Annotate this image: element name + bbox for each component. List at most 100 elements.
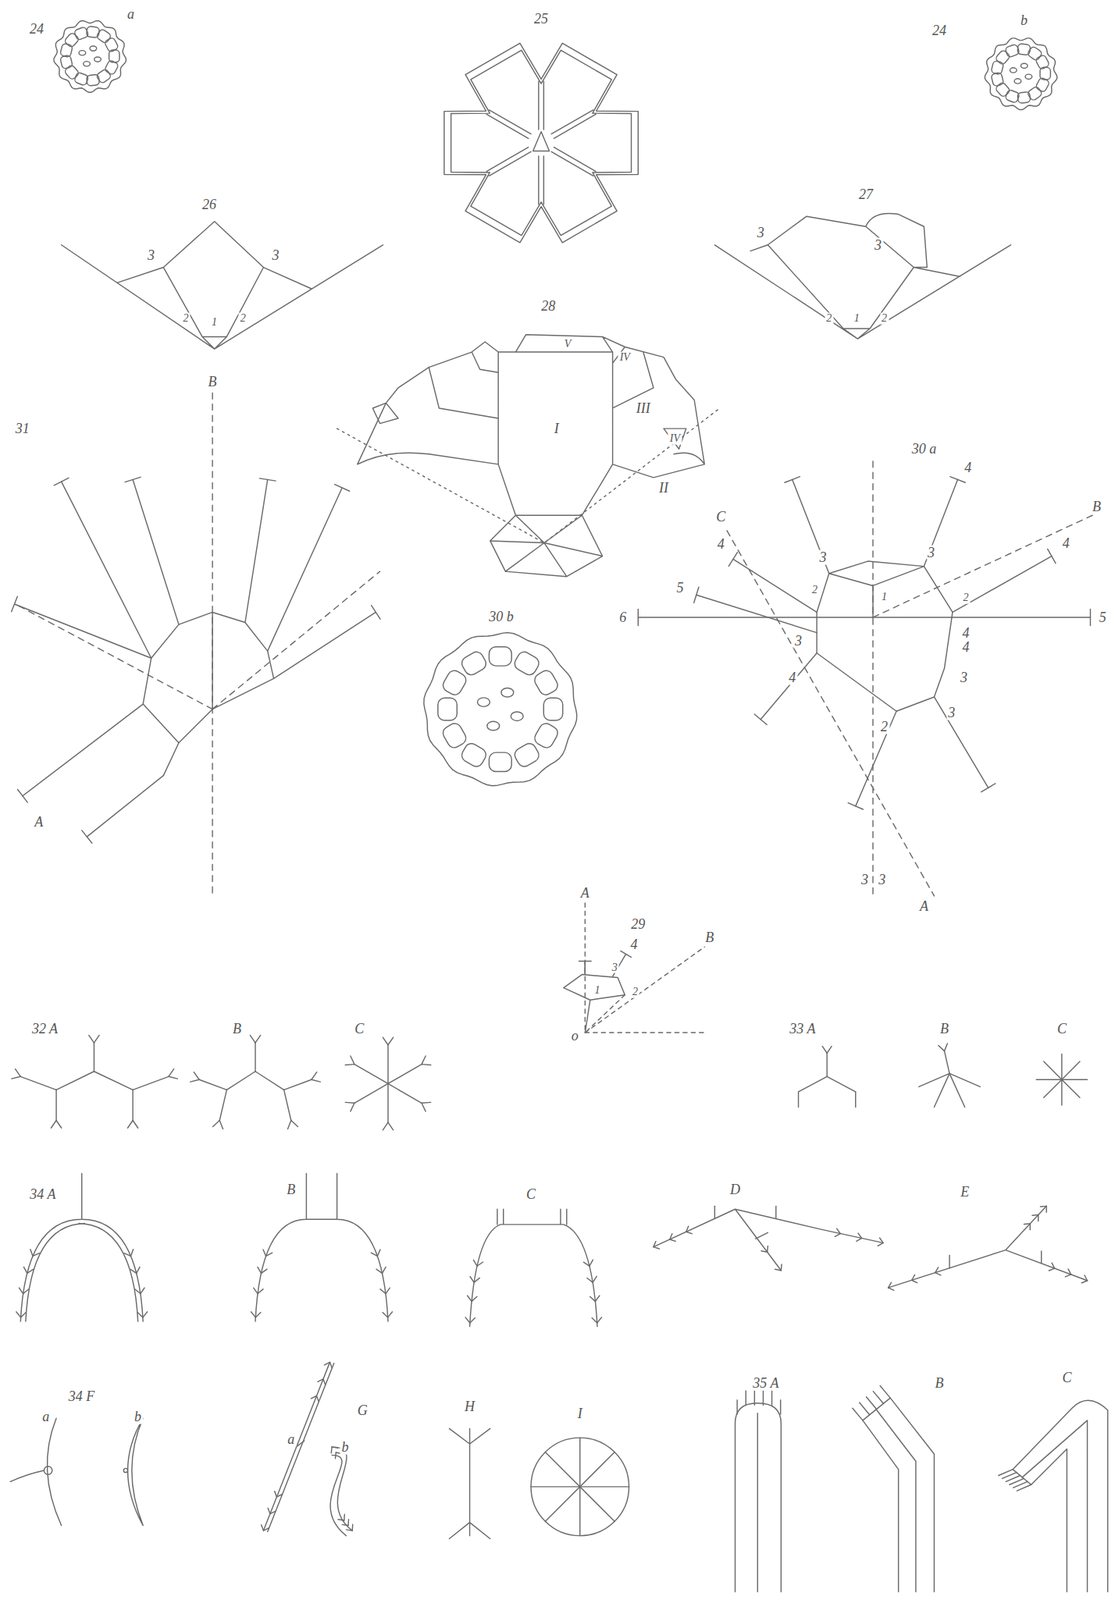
figure-label: 4	[961, 640, 972, 656]
fork-stroke	[15, 1069, 22, 1078]
hair-stroke	[310, 1396, 317, 1400]
fork-stroke	[291, 1121, 299, 1128]
hair-stroke	[1024, 1223, 1031, 1226]
cell	[532, 668, 561, 698]
section-outline	[53, 21, 126, 93]
branch-cap	[17, 789, 29, 803]
hair-stroke	[465, 1318, 471, 1324]
figure-label: 5	[1097, 610, 1108, 626]
hair-stroke	[257, 1267, 262, 1274]
figure-label: 35 A	[751, 1375, 781, 1391]
figure-label: 1	[879, 591, 889, 604]
hair-stroke	[872, 1392, 884, 1405]
fork-stroke	[11, 1076, 21, 1080]
hair-stroke	[274, 1492, 278, 1498]
hair-stroke	[911, 1275, 916, 1281]
figure-label: B	[231, 1022, 243, 1037]
branch-cap	[950, 477, 966, 484]
hair-stroke	[255, 1313, 261, 1319]
branch-line	[131, 1090, 133, 1121]
ray-stroke	[1043, 1061, 1062, 1080]
hair-stroke	[377, 1250, 381, 1257]
figure-label: 24	[28, 21, 46, 36]
fork-stroke	[421, 1103, 426, 1112]
branch-line	[254, 1043, 256, 1073]
hair-stroke	[761, 1251, 768, 1253]
branch-cap	[53, 477, 69, 485]
figure-label: 3	[876, 872, 888, 888]
figure-label: I	[576, 1407, 585, 1422]
cell	[96, 28, 112, 44]
branch-line	[274, 612, 377, 679]
figure-label: 3	[146, 247, 157, 263]
branch-line	[132, 1076, 169, 1091]
figure-label: B	[933, 1375, 946, 1391]
figure-label: o	[569, 1029, 581, 1044]
radial-wall	[488, 151, 531, 176]
fig-29	[563, 903, 705, 1034]
figure-label: B	[284, 1182, 297, 1197]
figure-label: 3	[793, 634, 804, 649]
figure-label: 3	[755, 225, 766, 241]
figure-label: D	[728, 1182, 742, 1197]
radial-wall	[553, 147, 596, 172]
fork-stroke	[311, 1079, 321, 1083]
fork-stroke	[421, 1056, 426, 1066]
hair-stroke	[471, 1296, 478, 1302]
branch-cap	[1047, 548, 1056, 563]
hair-stroke	[1016, 1485, 1031, 1492]
fork-stroke	[249, 1035, 256, 1044]
cell-walls	[563, 961, 625, 1034]
hair-stroke	[1068, 1269, 1072, 1276]
figure-label: 3	[818, 550, 829, 566]
tick-stroke	[295, 1441, 304, 1448]
branch-line	[20, 1076, 57, 1091]
cell	[1035, 77, 1051, 93]
hair-stroke	[935, 1268, 939, 1274]
cell	[459, 649, 489, 678]
stroke	[226, 1072, 256, 1091]
fork-stroke	[822, 1047, 827, 1055]
cell-walls	[142, 612, 274, 743]
stroke	[255, 1072, 285, 1091]
cell	[1035, 54, 1051, 71]
fork-stroke	[168, 1069, 175, 1078]
hair-stroke	[837, 1228, 841, 1234]
fork-stroke	[938, 1046, 945, 1052]
radial-wall	[553, 113, 596, 139]
hair-stroke	[23, 1289, 29, 1295]
branch-cap	[784, 477, 800, 484]
branch-line	[61, 481, 152, 659]
figure-label: 30 b	[487, 609, 516, 624]
hair-stroke	[343, 1514, 346, 1522]
cell	[1009, 67, 1017, 73]
hair-stroke	[473, 1278, 480, 1283]
figure-label: 2	[238, 313, 248, 325]
hair-stroke	[30, 1250, 33, 1258]
tick-stroke	[1040, 1251, 1042, 1265]
fig-28	[337, 334, 720, 578]
branch-cap	[11, 596, 18, 612]
star-cell-wall	[444, 42, 638, 243]
hair-stroke	[351, 1524, 353, 1532]
fork-stroke	[421, 1102, 432, 1105]
branch-line	[354, 1065, 389, 1085]
branch-cap	[259, 478, 276, 481]
hair-stroke	[135, 1289, 141, 1295]
cell	[512, 649, 542, 678]
hair-stroke	[338, 1520, 345, 1522]
fork-stroke	[213, 1121, 221, 1128]
figure-label: 4	[716, 537, 727, 553]
hair-stroke	[124, 1253, 131, 1258]
cell	[83, 61, 91, 67]
filament	[263, 1362, 334, 1532]
branch-cap	[637, 609, 639, 627]
fork-stroke	[350, 1056, 355, 1066]
hair-stroke	[859, 1403, 870, 1416]
hair-stroke	[1029, 1224, 1031, 1231]
cell	[510, 712, 524, 722]
fork-stroke	[255, 1035, 261, 1044]
branch-line	[93, 1043, 95, 1073]
hair-stroke	[334, 1453, 337, 1460]
hair-stroke	[865, 1397, 877, 1411]
